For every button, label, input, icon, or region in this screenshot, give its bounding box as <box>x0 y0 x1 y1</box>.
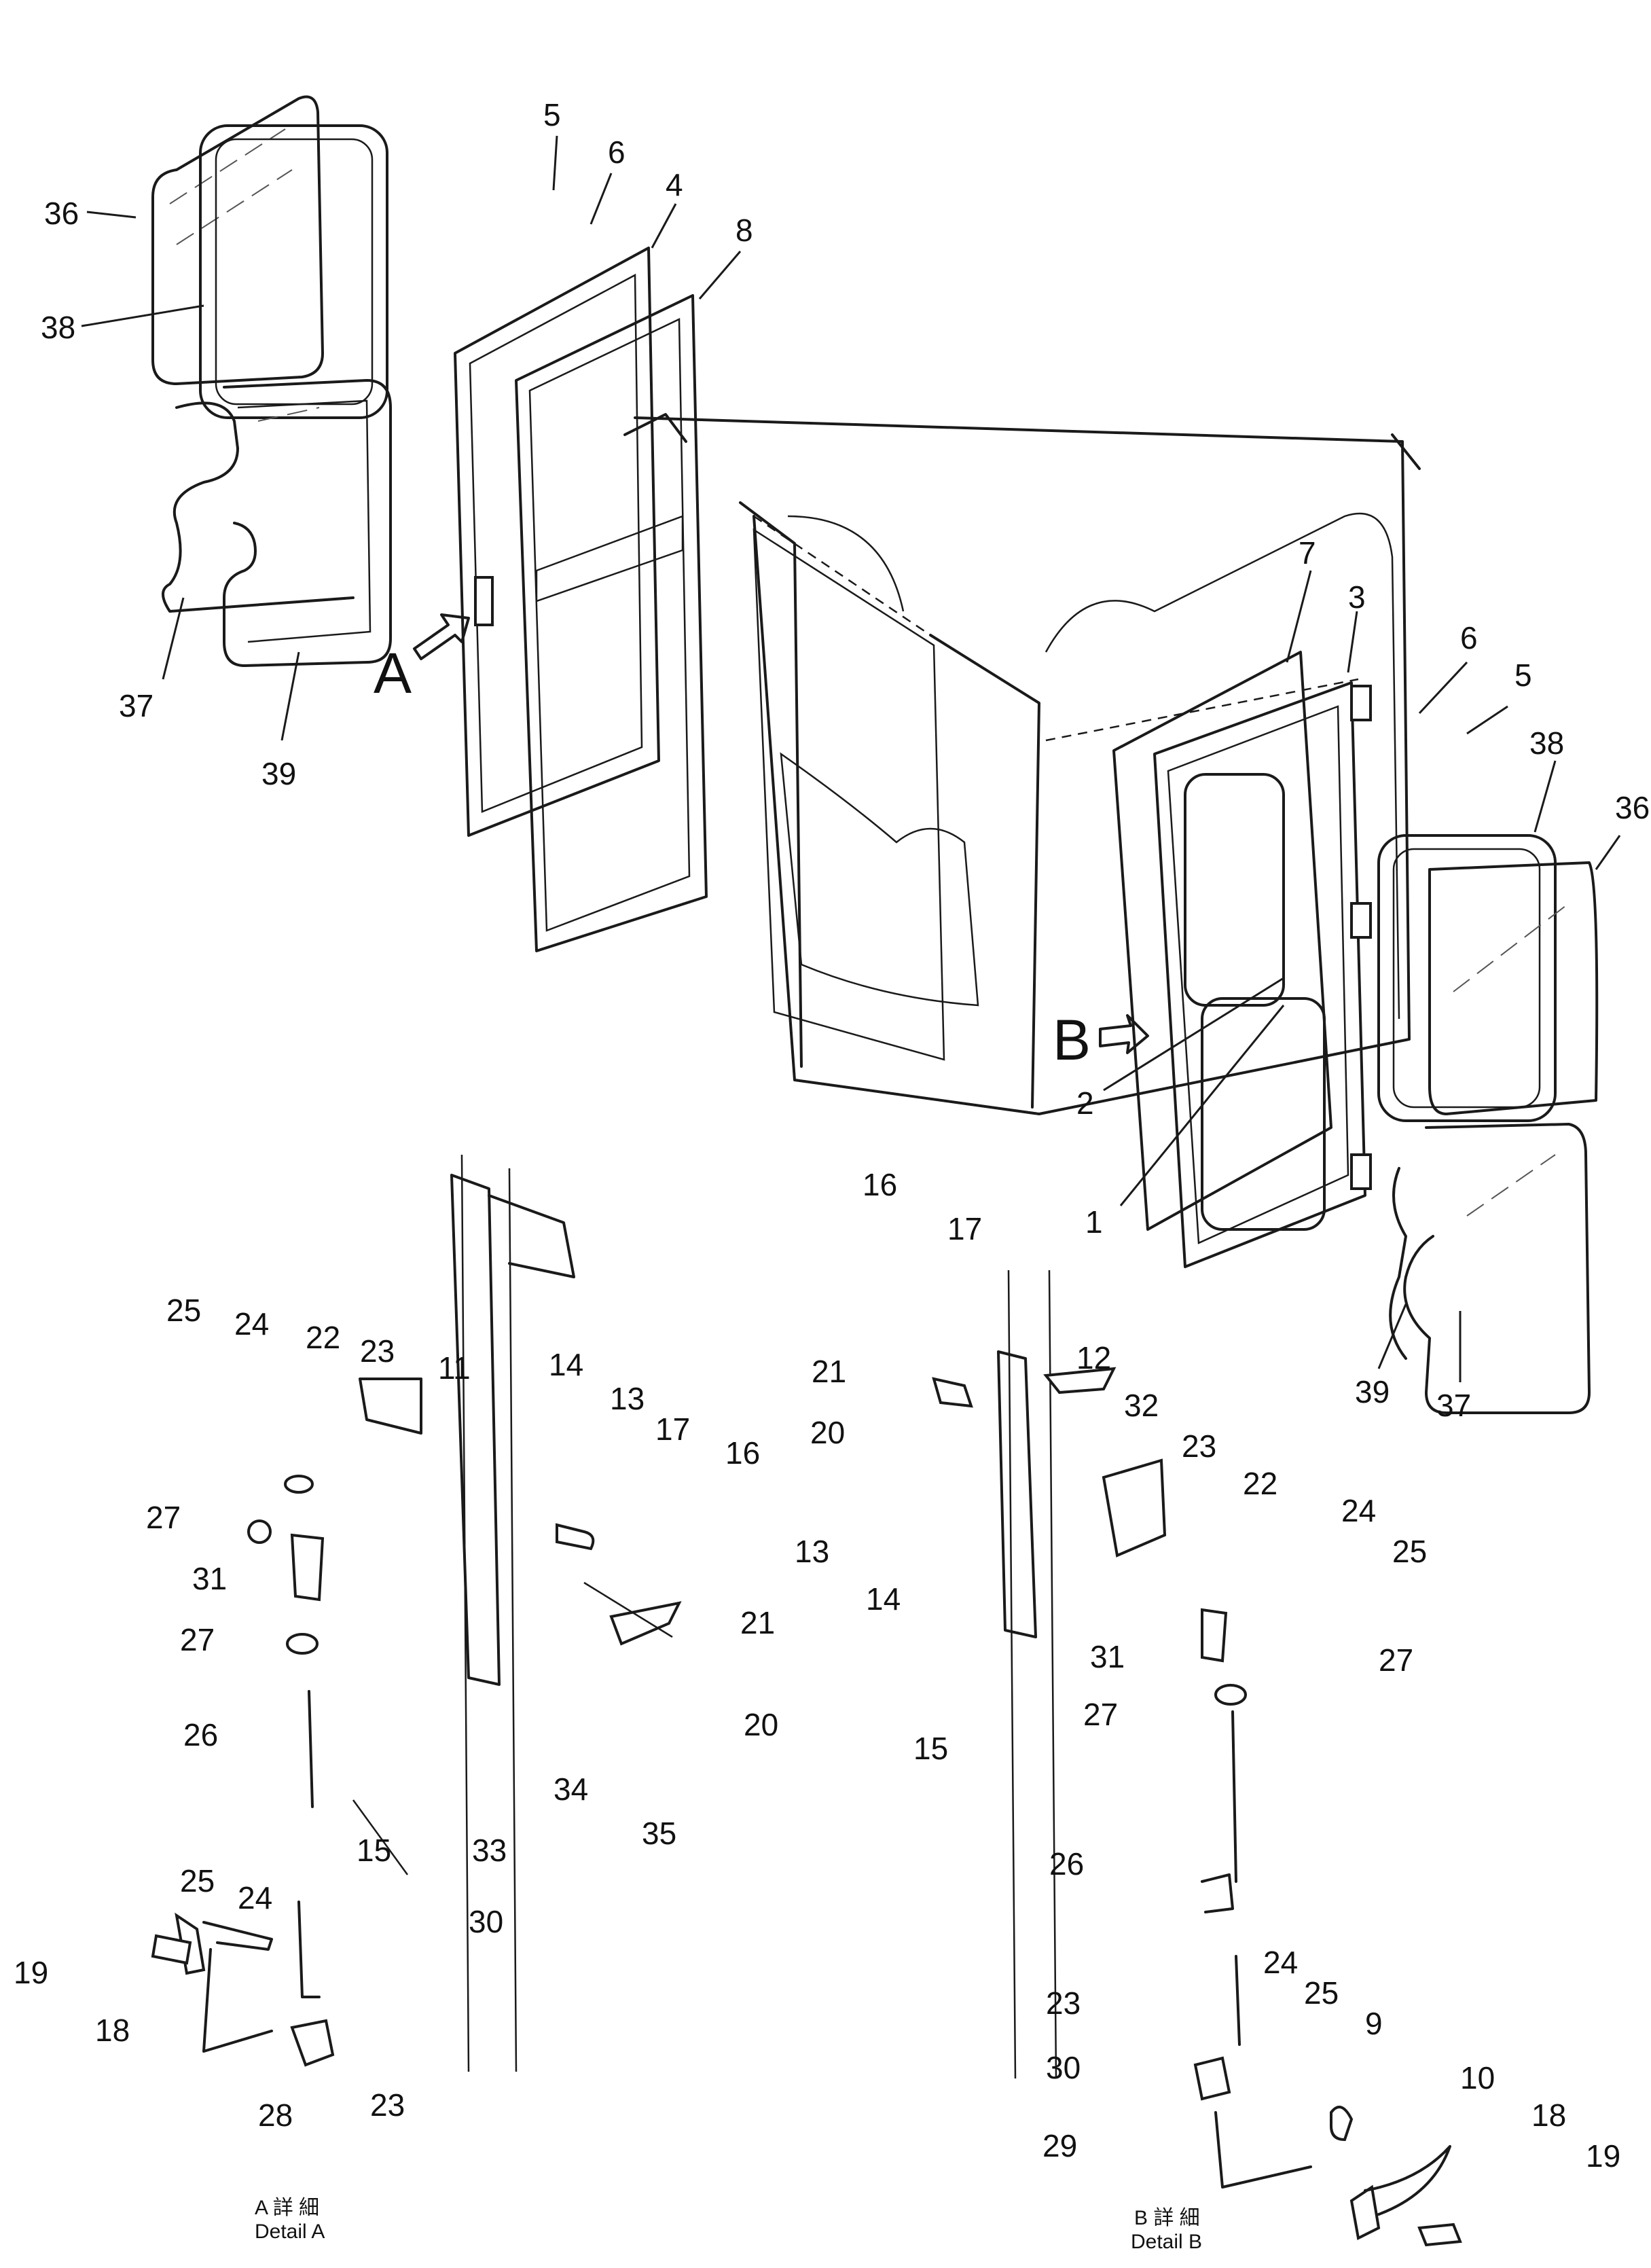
caption-a-line2: Detail A <box>255 2220 325 2243</box>
callout-7: 7 <box>1299 535 1316 571</box>
view-a-letter: A <box>374 641 412 705</box>
callouts-detail-a: 25 24 22 23 11 14 13 17 16 27 31 27 26 2… <box>14 1293 778 2133</box>
callout-31: 31 <box>1090 1639 1125 1674</box>
callout-38: 38 <box>41 310 75 345</box>
right-door-frame <box>1112 651 1372 1268</box>
callout-13: 13 <box>795 1534 829 1569</box>
callout-13: 13 <box>610 1381 645 1416</box>
callout-39: 39 <box>261 756 296 791</box>
callout-16: 16 <box>725 1435 760 1471</box>
callout-18: 18 <box>1531 2098 1566 2133</box>
callout-23: 23 <box>360 1333 395 1369</box>
cab-body <box>634 416 1421 1115</box>
callout-11: 11 <box>438 1350 471 1386</box>
callout-37: 37 <box>1436 1388 1471 1423</box>
callout-34: 34 <box>554 1771 588 1807</box>
caption-detail-a: A 詳 細 Detail A <box>255 2197 325 2243</box>
detail-b-assembly <box>932 1270 1462 2247</box>
callout-36: 36 <box>44 196 79 231</box>
callout-8: 8 <box>736 213 753 248</box>
callout-24: 24 <box>238 1880 272 1915</box>
callout-27: 27 <box>146 1500 181 1535</box>
callout-14: 14 <box>549 1347 583 1382</box>
caption-a-line1: A 詳 細 <box>255 2197 319 2219</box>
callout-14: 14 <box>866 1581 901 1617</box>
callout-6: 6 <box>1460 620 1478 655</box>
callout-21: 21 <box>812 1354 846 1389</box>
callout-28: 28 <box>258 2098 293 2133</box>
callout-19: 19 <box>1586 2138 1620 2174</box>
callout-27: 27 <box>1379 1642 1413 1678</box>
callout-32: 32 <box>1124 1388 1159 1423</box>
callouts-top-right: 7 3 6 5 38 36 2 1 <box>1076 535 1650 1240</box>
callout-23: 23 <box>1046 1985 1081 2021</box>
callout-10: 10 <box>1460 2060 1495 2095</box>
left-door-frame <box>454 247 708 952</box>
callout-39: 39 <box>1355 1374 1390 1409</box>
view-b-indicator: B <box>1053 1008 1149 1072</box>
callout-16: 16 <box>863 1167 897 1202</box>
callout-29: 29 <box>1042 2128 1077 2163</box>
caption-b-line2: Detail B <box>1131 2231 1202 2253</box>
callout-24: 24 <box>1341 1493 1376 1528</box>
callout-37: 37 <box>119 688 153 723</box>
detail-a-assembly <box>151 1154 682 2072</box>
callout-23: 23 <box>370 2087 405 2123</box>
callout-23: 23 <box>1182 1428 1216 1464</box>
callout-12: 12 <box>1076 1340 1111 1375</box>
callout-6: 6 <box>608 134 625 170</box>
callout-30: 30 <box>469 1904 503 1939</box>
callout-3: 3 <box>1348 579 1366 615</box>
callout-2: 2 <box>1076 1085 1094 1121</box>
callout-19: 19 <box>14 1955 48 1990</box>
callout-26: 26 <box>1049 1846 1084 1882</box>
caption-b-line1: B 詳 細 <box>1134 2207 1200 2229</box>
callout-22: 22 <box>1243 1466 1277 1501</box>
callout-24: 24 <box>1263 1945 1298 1980</box>
callout-5: 5 <box>543 97 561 132</box>
callout-25: 25 <box>1304 1975 1339 2011</box>
callout-21: 21 <box>740 1605 775 1640</box>
callout-5: 5 <box>1514 658 1532 693</box>
callout-30: 30 <box>1046 2050 1081 2085</box>
left-glass-assembly <box>151 95 392 667</box>
callout-17: 17 <box>947 1211 982 1246</box>
callout-17: 17 <box>655 1411 690 1447</box>
view-b-letter: B <box>1053 1008 1091 1072</box>
view-a-indicator: A <box>374 613 470 705</box>
callout-27: 27 <box>1083 1697 1118 1732</box>
callout-27: 27 <box>180 1622 215 1657</box>
callout-26: 26 <box>183 1717 218 1752</box>
callout-9: 9 <box>1365 2006 1383 2041</box>
callouts-top-left: 36 38 37 39 5 6 4 8 <box>41 97 753 791</box>
callout-22: 22 <box>306 1320 340 1355</box>
callout-25: 25 <box>166 1293 201 1328</box>
callout-25: 25 <box>1392 1534 1427 1569</box>
callout-20: 20 <box>810 1415 845 1450</box>
callouts-detail-b: 16 17 21 12 32 20 13 14 23 22 24 25 39 3… <box>795 1167 1620 2174</box>
caption-detail-b: B 詳 細 Detail B <box>1131 2207 1202 2253</box>
callout-33: 33 <box>472 1833 507 1868</box>
right-glass-assembly <box>1377 834 1599 1414</box>
callout-35: 35 <box>642 1816 676 1851</box>
callout-31: 31 <box>192 1561 227 1596</box>
callout-38: 38 <box>1529 725 1564 761</box>
callout-4: 4 <box>666 167 683 202</box>
callout-18: 18 <box>95 2013 130 2048</box>
callout-20: 20 <box>744 1707 778 1742</box>
callout-25: 25 <box>180 1863 215 1898</box>
callout-15: 15 <box>357 1833 391 1868</box>
callout-24: 24 <box>234 1306 269 1342</box>
callout-15: 15 <box>913 1731 948 1766</box>
leader-lines <box>81 135 1621 1382</box>
callout-1: 1 <box>1085 1204 1103 1240</box>
callout-36: 36 <box>1615 790 1650 825</box>
